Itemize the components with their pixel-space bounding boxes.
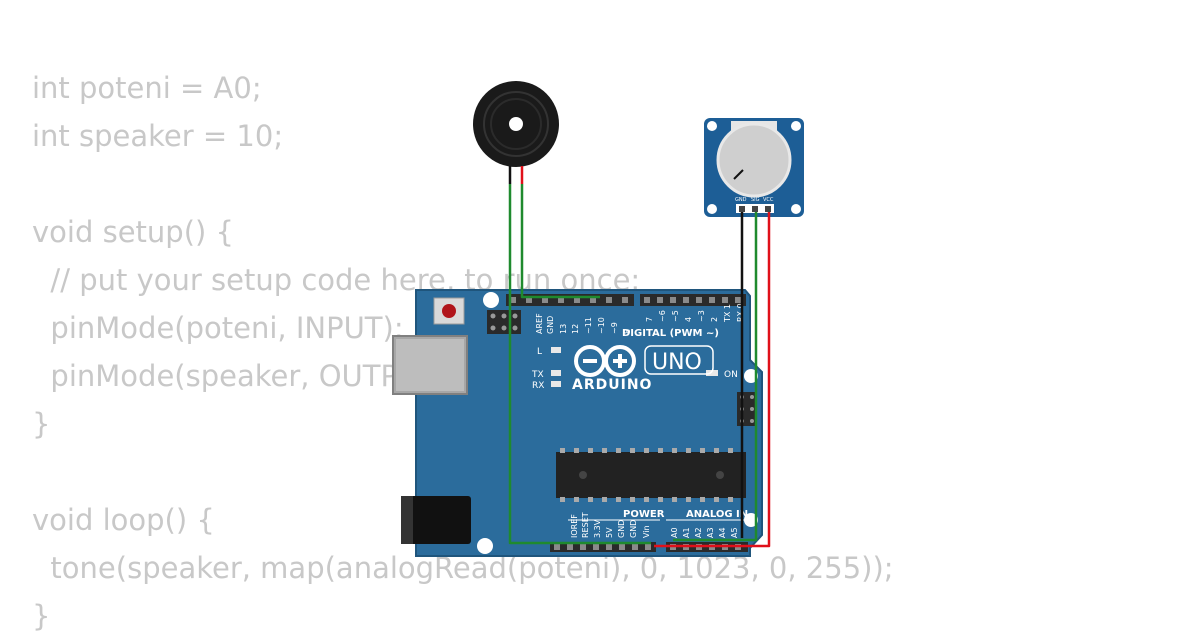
mounting-hole	[744, 513, 758, 527]
code-editor-text: int poteni = A0; int speaker = 10; void se…	[32, 64, 894, 640]
pin-label: 13	[559, 324, 568, 334]
wires	[508, 184, 771, 548]
pin-label: 7	[645, 317, 654, 322]
pot-knob[interactable]	[716, 122, 792, 198]
buzzer-ring	[483, 91, 549, 157]
pot-knob-indicator	[733, 169, 744, 180]
pin-label: VCC	[763, 197, 774, 203]
led-on	[706, 370, 718, 376]
led-on-label: ON	[724, 370, 738, 380]
mounting-hole	[791, 204, 801, 214]
pin-label: ~9	[610, 322, 619, 334]
pin-label: ~5	[671, 310, 680, 322]
pin-label: 3.3V	[593, 519, 602, 538]
led-rx-label: RX	[532, 381, 544, 391]
pin-label: A3	[706, 527, 715, 538]
code-line: int poteni = A0;	[32, 71, 262, 105]
code-line: }	[32, 599, 51, 633]
buzzer-ring	[490, 98, 542, 150]
power-pin-labels: IOREF RESET 3.3V 5V GND GND Vin	[570, 512, 651, 538]
led-l-label: L	[537, 347, 542, 357]
buzzer-hole	[509, 117, 523, 131]
arduino-brand-text: ARDUINO	[572, 377, 652, 393]
piezo-buzzer[interactable]	[473, 81, 559, 184]
pin-label: SIG	[751, 197, 760, 203]
dc-power-jack-edge	[401, 496, 413, 544]
arduino-uno-board[interactable]: AREF GND 13 12 ~11 ~10 ~9 8 7 ~6 ~5 4 ~3…	[392, 289, 763, 557]
pot-pin-gnd	[739, 206, 745, 212]
pot-pin-labels: GND SIG VCC	[735, 197, 774, 203]
digital-pwm-label: DIGITAL (PWM ~)	[622, 328, 719, 339]
reset-button-cap[interactable]	[442, 304, 456, 318]
power-label: POWER	[623, 509, 665, 520]
mounting-hole	[744, 369, 758, 383]
wire-buzzer-to-pin10[interactable]	[520, 184, 600, 299]
usb-connector-face	[396, 339, 464, 391]
pin-label: ~6	[658, 310, 667, 322]
pin-label: ~11	[584, 317, 593, 334]
analog-in-label: ANALOG IN	[686, 509, 748, 520]
pin-label: ~10	[597, 317, 606, 334]
led-rx	[551, 381, 561, 387]
pin-label: AREF	[535, 313, 544, 334]
mounting-hole	[707, 204, 717, 214]
wire-pot-vcc[interactable]	[654, 212, 771, 548]
code-line: void loop() {	[32, 503, 215, 537]
dc-power-jack	[401, 496, 471, 544]
pot-pin-vcc	[765, 206, 771, 212]
pin-label: 8	[623, 329, 632, 334]
code-line: int speaker = 10;	[32, 119, 284, 153]
icsp-header-right	[737, 392, 757, 426]
mounting-hole	[707, 121, 717, 131]
pin-label: GND	[617, 520, 626, 538]
pin-label: 12	[571, 324, 580, 334]
pin-label: A1	[682, 527, 691, 538]
code-line: void setup() {	[32, 215, 234, 249]
pin-label: 5V	[605, 527, 614, 538]
digital-pin-labels: AREF GND 13 12 ~11 ~10 ~9 8 7 ~6 ~5 4 ~3…	[535, 303, 745, 334]
led-l	[551, 347, 561, 353]
power-header	[550, 542, 656, 552]
wire-buzzer-to-gnd[interactable]	[508, 184, 651, 545]
digital-header-right	[640, 294, 746, 306]
analog-pin-labels: A0 A1 A2 A3 A4 A5	[670, 527, 739, 538]
pin-label: GND	[546, 316, 555, 334]
uno-model-text: UNO	[652, 350, 702, 375]
pin-label: A0	[670, 527, 679, 538]
pot-pin-sig	[752, 206, 758, 212]
uno-badge	[644, 345, 714, 375]
icsp-header	[487, 310, 521, 334]
mounting-hole	[791, 121, 801, 131]
mounting-hole	[483, 292, 499, 308]
pin-label: RESET	[581, 512, 590, 538]
pin-label: ~3	[697, 310, 706, 322]
potentiometer-module[interactable]: GND SIG VCC	[704, 118, 804, 217]
pin-label: GND	[735, 197, 747, 203]
atmega-chip	[556, 448, 746, 502]
pin-label: TX 1	[723, 304, 732, 323]
led-tx-label: TX	[531, 370, 544, 380]
pin-label: A5	[730, 527, 739, 538]
code-line: }	[32, 407, 51, 441]
arduino-logo-icon	[574, 345, 636, 377]
pin-label: A4	[718, 527, 727, 538]
pin-label: 2	[710, 317, 719, 322]
mounting-hole	[477, 538, 493, 554]
wire-pot-signal[interactable]	[673, 212, 758, 542]
pin-label: 4	[684, 317, 693, 322]
led-tx	[551, 370, 561, 376]
pin-label: IOREF	[570, 514, 579, 538]
pin-label: A2	[694, 527, 703, 538]
pin-label: Vin	[642, 525, 651, 538]
pin-label: RX 0	[736, 303, 745, 322]
pin-label: GND	[629, 520, 638, 538]
code-line: pinMode(poteni, INPUT);	[32, 311, 404, 345]
